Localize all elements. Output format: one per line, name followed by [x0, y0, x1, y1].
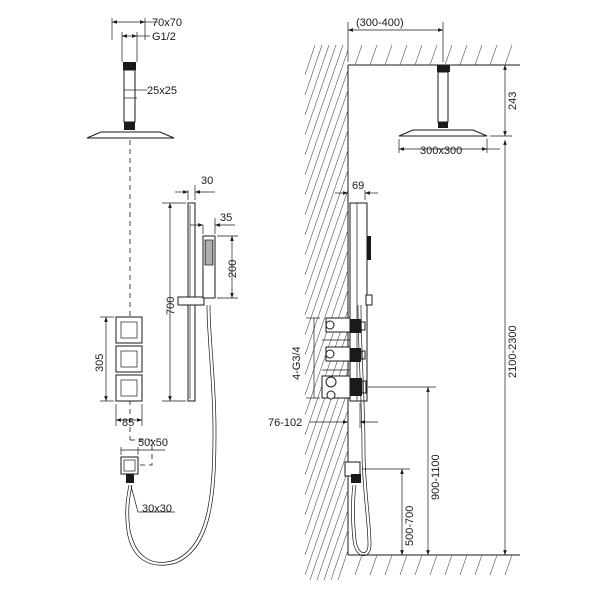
side-rail-assembly: [321, 202, 373, 556]
arm-section-label: 25x25: [147, 85, 177, 97]
handshower-length-label: 200: [227, 260, 239, 278]
outlet-size-label: 50x50: [138, 437, 168, 449]
side-view: (300-400) 300x300 243 2100-2300 69: [268, 17, 520, 581]
rail-depth-label: 69: [352, 180, 364, 192]
arm-drop-label: 243: [507, 92, 519, 110]
front-view: 70x70 G1/2 25x25 30 700: [86, 17, 239, 566]
valve-height-label: 900-1100: [430, 454, 442, 500]
head-size-label: 300x300: [420, 145, 462, 157]
valve-knob-top: [115, 316, 143, 344]
rail-length-label: 700: [165, 297, 177, 315]
hand-shower: [125, 218, 238, 566]
panel-height-label: 305: [94, 354, 106, 372]
outlet-height-label: 500-700: [404, 506, 416, 546]
total-height-label: 2100-2300: [507, 325, 519, 378]
wall-outlet: [120, 447, 175, 513]
thread-label: G1/2: [152, 31, 176, 43]
wall-offset-label: (300-400): [356, 17, 404, 29]
valve-knob-bottom: [115, 374, 143, 402]
slide-rail: [162, 185, 215, 402]
side-ceiling-arm: [398, 65, 500, 153]
head-top-label: 70x70: [152, 17, 182, 29]
valve-knob-middle: [115, 345, 143, 373]
wall-hatching: [304, 44, 520, 581]
panel-width-label: 85: [122, 417, 134, 429]
ceiling-arm: [86, 18, 175, 139]
connections-label: 4-G3/4: [291, 346, 303, 380]
hidden-outlet-line: [130, 439, 153, 466]
recess-depth-label: 76-102: [268, 417, 302, 429]
rail-width-label: 30: [201, 175, 213, 187]
outlet-plate-label: 30x30: [142, 503, 172, 515]
handshower-width-label: 35: [220, 212, 232, 224]
control-panel: [100, 316, 143, 426]
